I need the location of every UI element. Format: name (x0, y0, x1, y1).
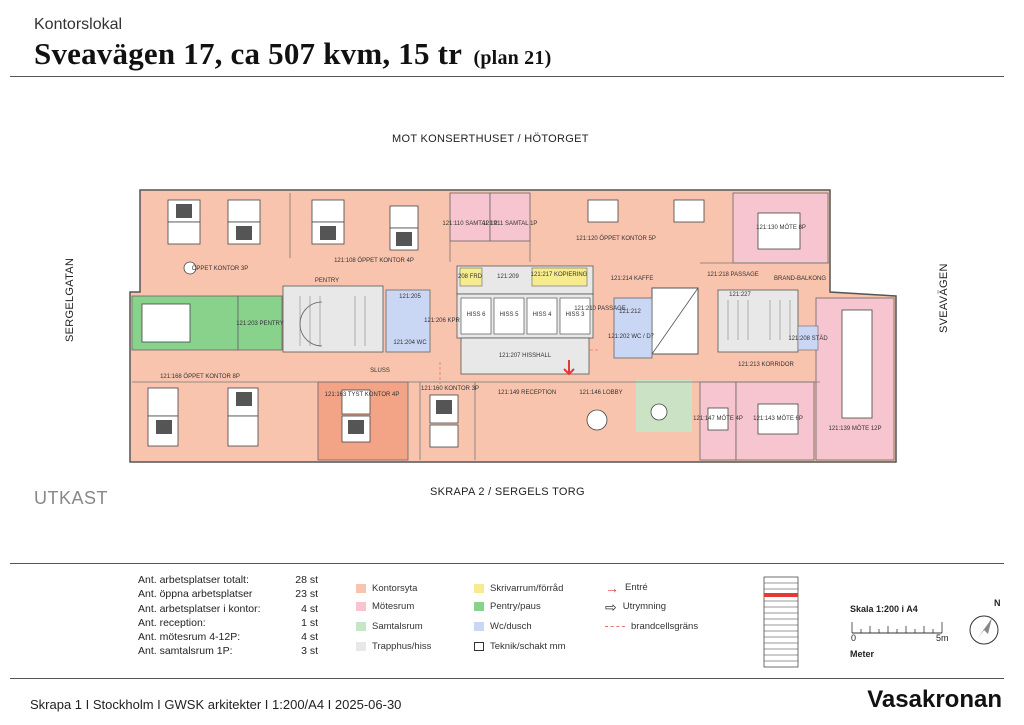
room-label: 121:202 WC / D7 (608, 334, 655, 340)
room-label: 121:111 SAMTAL 1P (483, 221, 538, 227)
legend-entre: →Entré (605, 579, 648, 596)
room-label: 121:207 HISSHALL (499, 353, 552, 359)
legend-wc: Wc/dusch (474, 621, 532, 632)
room-wc-204 (385, 289, 431, 353)
legend-teknik: Teknik/schakt mm (474, 641, 566, 652)
room-label: 121:214 KAFFE (611, 276, 654, 282)
stat-row: Ant. samtalsrum 1P:3 st (138, 645, 318, 658)
core-stairs-left (282, 285, 384, 353)
room-label: HISS 4 (532, 312, 552, 318)
room-label: HISS 3 (565, 312, 585, 318)
legend-samtalsrum: Samtalsrum (356, 621, 423, 632)
scale-bar (851, 622, 943, 634)
room-label: 121:110 SAMTAL 1P (442, 221, 497, 227)
legend-pentry: Pentry/paus (474, 601, 541, 612)
room-label: 121:163 TYST KONTOR 4P (325, 392, 400, 398)
label-r1: 121:108 ÖPPET KONTOR 4P (334, 257, 414, 264)
evacuation-arrow-icon: ⇨ (605, 598, 617, 615)
footer-divider (10, 678, 1004, 679)
footer-meta: Skrapa 1 I Stockholm I GWSK arkitekter I… (30, 697, 402, 712)
status-label: UTKAST (34, 488, 109, 508)
legend-motesrum: Mötesrum (356, 601, 414, 612)
swatch (356, 584, 366, 593)
legend-trapphus: Trapphus/hiss (356, 641, 431, 652)
room-label: 121:130 MÖTE 8P (756, 224, 806, 231)
legend-kontorsyta: Kontorsyta (356, 583, 417, 594)
scale-title: Skala 1:200 i A4 (850, 604, 918, 614)
legend-utrymning: ⇨Utrymning (605, 598, 667, 615)
room-samtal-1 (449, 192, 491, 242)
scale-end: 5m (936, 633, 949, 643)
room-label: 121:139 MÖTE 12P (828, 425, 881, 432)
room-label: 121:205 (399, 294, 421, 300)
room-label: SLUSS (370, 368, 390, 374)
room-label: 121:120 ÖPPET KONTOR 5P (576, 235, 656, 242)
legend-skrivarrum: Skrivarrum/förråd (474, 583, 563, 594)
room-wc-d7 (613, 297, 653, 359)
room-label: 121:149 RECEPTION (498, 390, 556, 396)
document-type: Kontorslokal (34, 16, 123, 33)
room-label: 121:209 (497, 274, 519, 280)
room-label: ÖPPET KONTOR 3P (192, 265, 248, 272)
room-label: 121:206 KPR (424, 318, 460, 324)
stat-row: Ant. arbetsplatser i kontor:4 st (138, 602, 318, 615)
room-label: BRAND-BALKONG (774, 276, 826, 282)
room-label: 121:204 WC (393, 340, 427, 346)
title-main: Sveavägen 17, ca 507 kvm, 15 tr (34, 36, 462, 71)
stat-row: Ant. arbetsplatser totalt:28 st (138, 574, 318, 586)
legend-brandcell: brandcellsgräns (605, 621, 698, 632)
room-label: 121:203 PENTRY (236, 321, 284, 327)
scale-start: 0 (851, 633, 857, 643)
entry-arrow (563, 360, 575, 376)
room-label: 121:147 MÖTE 4P (693, 415, 743, 422)
building-stack-icon (763, 576, 799, 668)
room-label: 121:146 LOBBY (579, 390, 622, 396)
room-label: 121:212 (619, 309, 641, 315)
stats-list: Ant. arbetsplatser totalt:28 st Ant. öpp… (138, 573, 318, 659)
stat-row: Ant. mötesrum 4-12P:4 st (138, 631, 318, 644)
room-label: 208 FRD (458, 274, 483, 280)
brand-logo: Vasakronan (867, 686, 1002, 713)
room-label: 121:213 KORRIDOR (738, 362, 794, 368)
room-label: 121:218 PASSAGE (707, 272, 759, 278)
north-label: MOT KONSERTHUSET / HÖTORGET (392, 133, 589, 145)
south-label: SKRAPA 2 / SERGELS TORG (430, 486, 585, 498)
entry-arrow-icon: → (605, 579, 619, 596)
room-label: 121:143 MÖTE 6P (753, 415, 803, 422)
north-label-letter: N (994, 598, 1001, 608)
room-label: 121:210 PASSAGE (574, 306, 626, 312)
room-hisshall (460, 337, 590, 375)
room-label: 121:227 (729, 292, 751, 298)
room-label: 121:208 STÄD (788, 335, 828, 342)
room-label: PENTRY (315, 278, 339, 284)
room-samtal-2 (489, 192, 531, 242)
room-label: HISS 6 (466, 312, 486, 318)
room-label: 121:160 KONTOR 3P (421, 386, 479, 392)
scale-unit: Meter (850, 649, 875, 659)
room-label: 121:168 ÖPPET KONTOR 8P (160, 373, 240, 380)
stat-row: Ant. reception:1 st (138, 616, 318, 629)
room-label: 121:217 KOPIERING (531, 272, 588, 278)
legend-divider (10, 563, 1004, 564)
core-stairs-right (717, 289, 799, 353)
title-suffix: (plan 21) (473, 47, 552, 69)
north-arrow-icon (969, 615, 999, 645)
document-title: Sveavägen 17, ca 507 kvm, 15 tr (plan 21… (34, 36, 551, 72)
header-divider (10, 76, 1004, 77)
room-pentry-203 (237, 295, 283, 351)
room-label: HISS 5 (499, 312, 519, 318)
